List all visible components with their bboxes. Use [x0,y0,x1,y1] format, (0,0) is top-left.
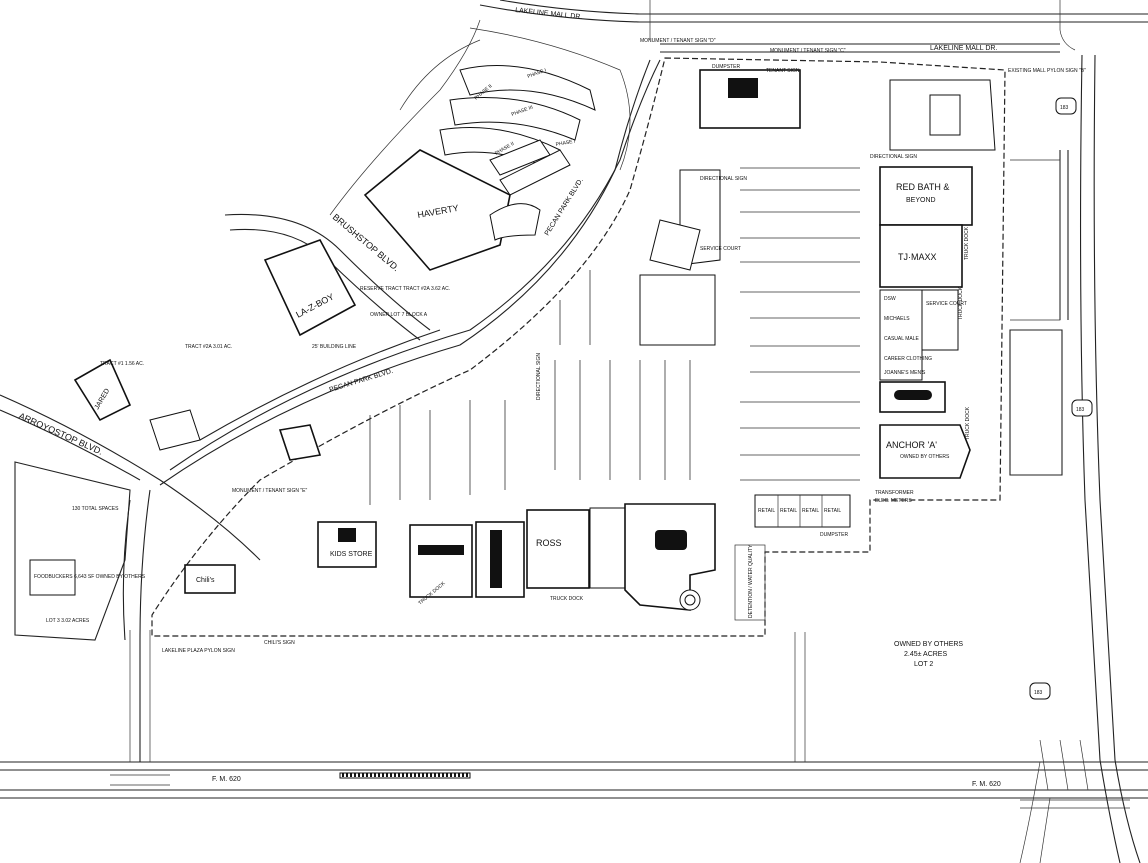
route-shield-183-mid-label: 183 [1076,407,1085,413]
tenant-joannes: JOANNE'S MEN'S [884,370,926,376]
parking-stalls-center: DIRECTIONAL SIGN [369,270,691,505]
strip-tenant-2: RETAIL [780,508,797,514]
truck-dock-5-label: TRUCK DOCK [550,596,584,602]
service-court-1-label: SERVICE COURT [700,246,741,252]
route-shield-183-bottom-label: 183 [1034,690,1043,696]
monument-sign-c-label: MONUMENT / TENANT SIGN "C" [770,48,846,54]
street-label-lakeline-top: LAKELINE MALL DR. [515,7,583,21]
service-court-2-label: SERVICE COURT [926,301,967,307]
office-depot-store [879,381,946,413]
anchor-a-label: ANCHOR 'A' [886,440,937,450]
route-shield-183-bottom: 183 [1029,682,1051,700]
tenant-casual-male: CASUAL MALE [884,336,919,342]
foodbuckers-parcel: 130 TOTAL SPACES FOODBUCKERS 6,643 SF OW… [14,461,146,641]
transformer-label: TRANSFORMER [875,490,914,496]
pecan-park-blvd-road [159,59,661,486]
lot2-line2: 2.45± ACRES [904,651,947,658]
parking-spaces-label: 130 TOTAL SPACES [72,506,119,512]
street-label-fm620-right: F. M. 620 [972,781,1001,788]
lot2-line1: OWNED BY OTHERS [894,641,963,648]
tract-2a-label: TRACT #2A 3.01 AC. [185,344,232,350]
lot-2-owned-by-others: OWNED BY OTHERS 2.45± ACRES LOT 2 [894,641,963,668]
phase-label-5: PHASE I [555,139,575,148]
ross-store: ROSS TRUCK DOCK [526,509,590,602]
street-label-pecan-park-upper: PECAN PARK BLVD. [544,177,585,237]
lot-acres-label: LOT 3 3.02 ACRES [46,618,90,624]
elec-meters-label: ELEC. METERS [875,498,912,504]
route-shield-183-top-label: 183 [1060,105,1069,111]
south-anchor-store [589,503,716,611]
monument-sign-d-label: MONUMENT / TENANT SIGN "D" [640,38,716,44]
directional-sign-2-label: DIRECTIONAL SIGN [700,176,747,182]
mid-tenants: DSW MICHAELS CASUAL MALE CAREER CLOTHING… [879,286,967,381]
anchor-a-store: ANCHOR 'A' OWNED BY OTHERS TRUCK DOCK [879,406,971,479]
strip-tenant-1: RETAIL [758,508,775,514]
ne-pad: EXISTING MALL PYLON SIGN "B" DIRECTIONAL… [870,68,1086,160]
apartments-complex: PHASE I PHASE II PHASE III PHASE II PHAS… [399,27,631,196]
kids-store: KIDS STORE [317,521,377,568]
red-bath-label-1: RED BATH & [896,182,949,192]
building-line-label: 25' BUILDING LINE [312,344,357,350]
truck-dock-1-label: TRUCK DOCK [964,226,970,260]
lazboy-store: LA-Z-BOY RESERVE TRACT TRACT #2A 3.62 AC… [185,239,450,350]
strip-tenant-4: RETAIL [824,508,841,514]
intersection-markings [110,739,1130,809]
directional-sign-3-label: DIRECTIONAL SIGN [536,353,542,400]
haverty-store: HAVERTY [363,149,541,271]
chilis-label: Chili's [196,577,215,584]
existing-mall-pylon-label: EXISTING MALL PYLON SIGN "B" [1008,68,1086,74]
petsmart-store: TRUCK DOCK [409,524,473,607]
truck-dock-3-label: TRUCK DOCK [965,406,971,440]
street-label-arroyostop: ARROYOSTOP BLVD. [17,411,104,457]
fm620-road [0,630,1148,863]
foodbuckers-label: FOODBUCKERS 6,643 SF OWNED BY OTHERS [34,574,146,580]
monument-sign-e-label: MONUMENT / TENANT SIGN "E" [232,488,307,494]
truck-dock-2-label: TRUCK DOCK [958,286,964,320]
us183-highway [1009,54,1141,863]
route-shield-183-top: 183 [1055,97,1077,115]
lakeline-plaza-pylon-label: LAKELINE PLAZA PYLON SIGN [162,648,235,654]
tenant-sign-label: TENANT SIGN [766,68,800,74]
tenant-career: CAREER CLOTHING [884,356,932,362]
route-shield-183-mid: 183 [1071,399,1093,417]
anchor-a-sub-label: OWNED BY OTHERS [900,454,950,460]
parking-stalls-east [740,167,860,481]
street-label-lakeline-right: LAKELINE MALL DR. [930,45,997,52]
dumpster-2-label: DUMPSTER [820,532,848,538]
tract-1-label: TRACT #1 1.56 AC. [100,361,144,367]
street-label-pecan-park-lower: PECAN PARK BLVD. [329,368,394,394]
north-pad-store: MONUMENT / TENANT SIGN "D" MONUMENT / TE… [640,38,846,129]
lakeline-mall-dr-road [479,0,1148,53]
dumpster-label: DUMPSTER [712,64,740,70]
kids-store-label: KIDS STORE [330,551,373,558]
ross-label: ROSS [536,538,562,548]
lot-block-label: OWNER LOT 7 BLOCK A [370,312,428,318]
chilis-pad: Chili's LAKELINE PLAZA PYLON SIGN CHILI'… [162,564,295,654]
detention-area: DETENTION / WATER QUALITY [734,544,766,621]
tenant-michaels: MICHAELS [884,316,910,322]
monument-sign-e: MONUMENT / TENANT SIGN "E" [232,424,322,494]
red-bath-beyond-store: RED BATH & BEYOND [879,166,973,226]
street-label-fm620-left: F. M. 620 [212,776,241,783]
directional-sign-1-label: DIRECTIONAL SIGN [870,154,917,160]
site-boundary [151,57,1006,637]
se-strip: RETAIL RETAIL RETAIL RETAIL TRANSFORMER … [754,490,914,538]
reserve-tract-label: RESERVE TRACT TRACT #2A 3.62 AC. [360,286,450,292]
center-shops: SERVICE COURT DIRECTIONAL SIGN [639,169,747,346]
detention-label: DETENTION / WATER QUALITY [748,544,754,618]
strip-tenant-3: RETAIL [802,508,819,514]
chilis-sign-label: CHILI'S SIGN [264,640,295,646]
jared-store: JARED TRACT #1 1.56 AC. [73,358,201,451]
ulta-store [475,521,525,598]
lot2-line3: LOT 2 [914,661,933,668]
tenant-dsw: DSW [884,296,896,302]
tjmaxx-store: TJ·MAXX TRUCK DOCK [879,224,970,288]
tjmaxx-label: TJ·MAXX [898,252,937,262]
red-bath-label-2: BEYOND [906,197,936,204]
